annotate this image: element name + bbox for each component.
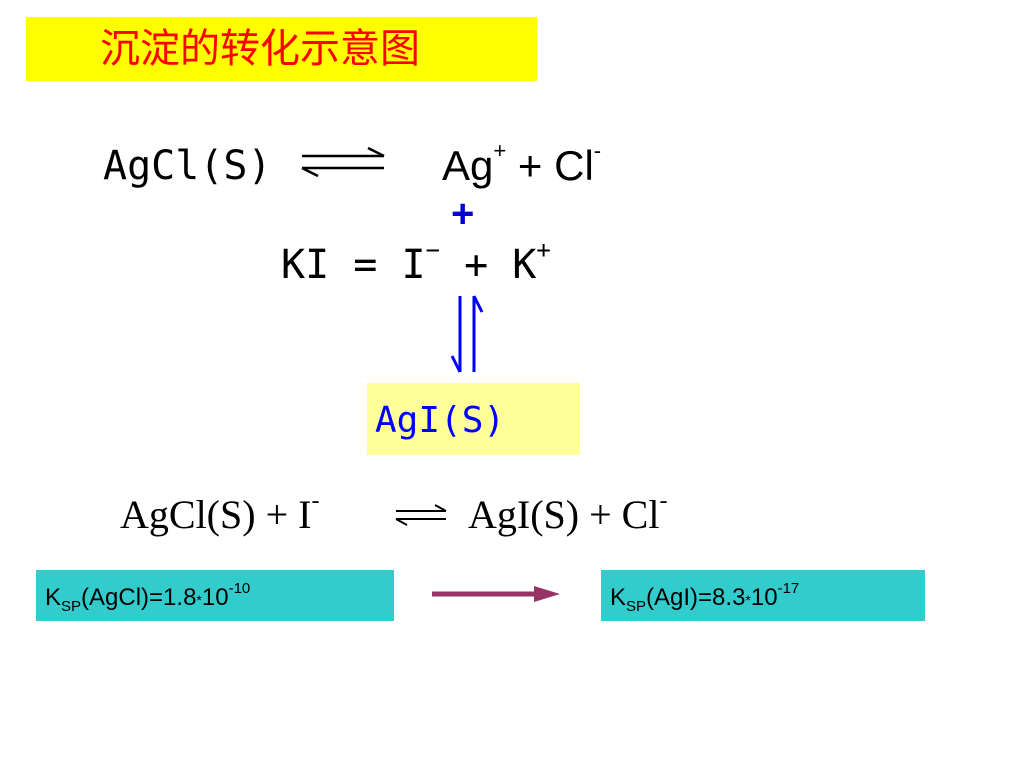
- ksp-agi-formula: (AgI)=8.3: [646, 584, 746, 611]
- ksp-agcl-formula: (AgCl)=1.8: [81, 584, 197, 611]
- conversion-arrow-icon: [432, 586, 560, 602]
- ag-charge: +: [493, 138, 507, 163]
- eq3-right-charge: -: [659, 488, 668, 514]
- ksp-agi-exp: -17: [777, 580, 800, 597]
- ksp-agi-sub: SP: [626, 598, 647, 615]
- cl-ion: Cl: [554, 142, 594, 189]
- ksp-agcl-base: 10: [201, 584, 229, 611]
- equilibrium-arrow-icon: [301, 146, 385, 178]
- eq2-plus: +: [464, 242, 489, 288]
- eq1-plus: +: [517, 142, 543, 189]
- ksp-agcl-sub: SP: [61, 598, 82, 615]
- ksp-agcl-exp: -10: [228, 580, 251, 597]
- ksp-agcl-box: [36, 570, 394, 621]
- eq1-reactant: AgCl(S): [103, 143, 272, 189]
- eq3-left-charge: -: [311, 488, 320, 514]
- eq1-products: Ag+ + Cl-: [442, 138, 601, 194]
- i-ion: I: [401, 242, 426, 288]
- cl-charge: -: [593, 138, 602, 163]
- ksp-agi: KSP(AgI)=8.3*10-17: [610, 578, 799, 620]
- precipitate-formula: AgI(S): [375, 400, 506, 441]
- ki-formula: KI: [281, 242, 330, 288]
- ag-ion: Ag: [442, 142, 494, 189]
- vertical-equilibrium-arrow-icon: [450, 295, 484, 373]
- ksp-agcl-k: K: [45, 584, 62, 611]
- eq3-reactants: AgCl(S) + I-: [120, 488, 319, 542]
- slide-title: 沉淀的转化示意图: [100, 26, 420, 72]
- equilibrium-arrow-small-icon: [395, 504, 447, 526]
- eq3-products: AgI(S) + Cl-: [468, 488, 667, 542]
- ksp-agcl: KSP(AgCl)=1.8*10-10: [45, 578, 250, 620]
- i-charge: −: [425, 236, 440, 264]
- k-charge: +: [536, 236, 551, 264]
- title-banner: [26, 17, 537, 81]
- ksp-agi-base: 10: [750, 584, 778, 611]
- eq2-equals: =: [353, 242, 378, 288]
- precipitate-box: [367, 383, 580, 455]
- ksp-agcl-times: *: [196, 592, 202, 608]
- eq3-left-text: AgCl(S) + I: [120, 492, 312, 537]
- ksp-agi-box: [601, 570, 925, 621]
- k-ion: K: [512, 242, 537, 288]
- eq2-ionization: KI = I− + K+: [281, 238, 551, 292]
- ksp-agi-k: K: [610, 584, 627, 611]
- plus-sign: +: [451, 192, 475, 236]
- eq3-right-text: AgI(S) + Cl: [468, 492, 660, 537]
- ksp-agi-times: *: [745, 592, 751, 608]
